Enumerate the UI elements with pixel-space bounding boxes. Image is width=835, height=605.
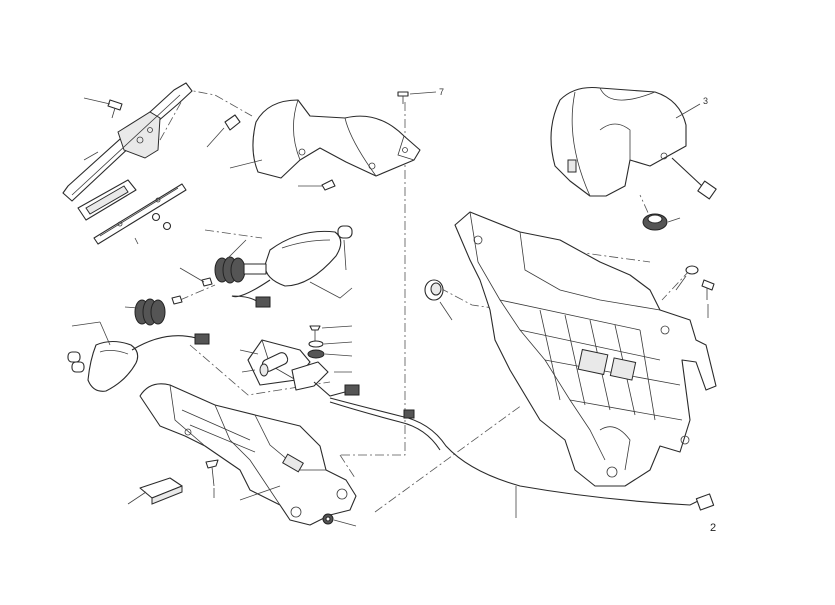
leader-line <box>239 349 259 355</box>
bracket-block <box>139 477 183 505</box>
leader-line <box>206 127 225 148</box>
reflector-plate <box>77 179 137 221</box>
rubber-grommet-left <box>134 298 166 326</box>
hood-cable <box>671 157 717 200</box>
rear-subframe <box>454 211 717 487</box>
turn-signal-right-cable <box>231 279 271 308</box>
screw-top-center <box>397 91 409 104</box>
leader-line <box>439 301 453 321</box>
leader-line <box>134 237 139 245</box>
leader-line <box>667 217 681 223</box>
leader-line <box>333 519 357 527</box>
rubber-grommet-right <box>214 256 267 284</box>
plate-light <box>259 352 289 377</box>
screw-bracket <box>205 459 219 487</box>
leader-line <box>309 281 353 299</box>
sheet-number: 2 <box>710 522 716 534</box>
bulbs-left <box>67 351 85 373</box>
plate-support-arm <box>62 82 193 202</box>
washer-right <box>685 265 699 275</box>
plate-holder-bracket <box>139 383 357 526</box>
callout-label: 3 <box>703 96 708 106</box>
leader-line <box>343 239 347 271</box>
leader-line <box>83 151 99 161</box>
leader-line <box>324 353 353 357</box>
leader-line <box>323 341 353 345</box>
main-harness-cable <box>329 397 715 511</box>
leader-line <box>179 267 205 283</box>
callout-label: 7 <box>439 87 444 97</box>
clip-small <box>224 114 336 191</box>
washer-stack <box>308 340 324 348</box>
leader-line <box>71 321 101 327</box>
leader-line <box>124 306 139 309</box>
turn-signal-right <box>264 230 342 287</box>
grommet-right <box>642 213 668 231</box>
screw-grommet-left <box>171 295 183 305</box>
nut-small <box>151 212 172 231</box>
bulb-right <box>337 225 353 239</box>
leader-line <box>99 321 111 346</box>
leader-line <box>127 491 147 505</box>
leader-line <box>227 239 247 259</box>
screw-right <box>701 279 715 300</box>
leader-line <box>83 97 111 105</box>
rear-hood <box>550 86 687 197</box>
leader-line <box>675 275 687 291</box>
reflector-strip <box>93 183 187 245</box>
screw-stack <box>309 325 321 342</box>
leader-line <box>321 325 353 329</box>
leader-line <box>675 103 701 119</box>
spacer-stack <box>307 349 325 359</box>
plate-light-cable <box>313 381 360 397</box>
leader-line <box>241 369 256 373</box>
leader-line <box>229 159 263 169</box>
nut-bracket <box>322 513 334 525</box>
leader-line <box>239 485 281 501</box>
turn-signal-left-cable <box>131 333 210 351</box>
grommet-subframe <box>424 279 444 301</box>
screw-grommet-right <box>201 277 213 287</box>
screw-top-left <box>107 99 123 119</box>
leader-line <box>409 91 437 95</box>
tail-cover <box>252 99 421 179</box>
turn-signal-left <box>87 340 139 392</box>
